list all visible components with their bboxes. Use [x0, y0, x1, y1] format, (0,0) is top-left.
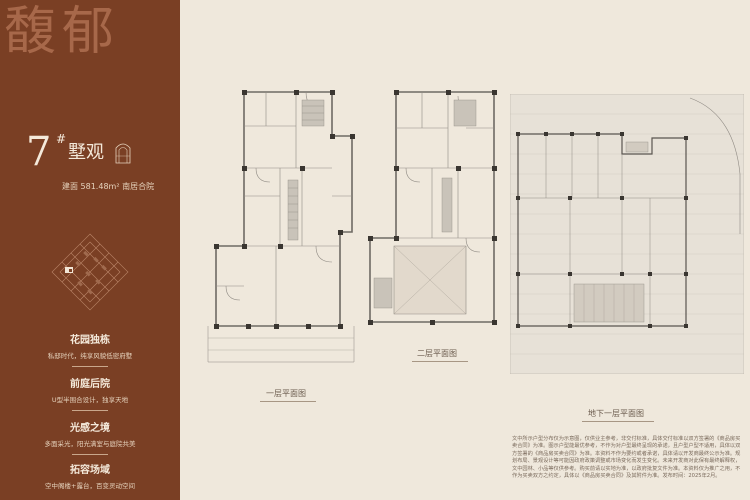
feature-desc: 私邸时代，纯享风貌低密府墅	[47, 352, 133, 360]
feature-desc: 多面采光，阳光满室与庭院共美	[44, 440, 136, 448]
feature-courtyard: 前庭后院 U型半围合设计，独享天地	[0, 375, 180, 404]
villa-number: 7	[26, 129, 52, 175]
left-brand-panel: 馥郁 7 # 墅观 建面 581.48m² 南居合院	[0, 0, 180, 500]
first-floor-label: 一层平面图	[266, 389, 306, 398]
feature-desc: 空中阁楼+露台，百变灵动空间	[45, 482, 135, 490]
label-underline	[412, 361, 468, 362]
feature-expansion: 拓容场域 空中阁楼+露台，百变灵动空间	[0, 461, 180, 490]
second-floor-plan	[368, 90, 497, 325]
feature-divider	[72, 454, 108, 455]
site-plan-map	[51, 233, 129, 311]
brand-title: 馥郁	[4, 2, 121, 62]
feature-title: 拓容场域	[70, 465, 110, 476]
feature-divider	[72, 366, 108, 367]
feature-divider	[72, 410, 108, 411]
second-floor-label: 二层平面图	[417, 349, 457, 358]
feature-title: 花园独栋	[70, 335, 110, 346]
villa-hash: #	[56, 132, 67, 146]
first-floor-plan	[207, 90, 355, 363]
disclaimer-text: 文中所示户型分布仅为示意图，仅供业主参考，非交付标准，具体交付标准以双方签署的《…	[512, 436, 741, 480]
feature-title: 光感之境	[70, 423, 110, 434]
feature-garden-villa: 花园独栋 私邸时代，纯享风貌低密府墅	[0, 331, 180, 360]
basement-floor-plan	[510, 94, 744, 374]
label-underline	[260, 401, 316, 402]
feature-title: 前庭后院	[70, 379, 110, 390]
feature-light: 光感之境 多面采光，阳光满室与庭院共美	[0, 419, 180, 448]
villa-emblem-icon	[115, 143, 131, 164]
villa-area-text: 建面 581.48m² 南居合院	[62, 182, 155, 191]
feature-desc: U型半围合设计，独享天地	[51, 396, 129, 404]
label-underline	[582, 421, 654, 422]
villa-name: 墅观	[68, 142, 104, 163]
basement-label: 地下一层平面图	[588, 409, 644, 418]
